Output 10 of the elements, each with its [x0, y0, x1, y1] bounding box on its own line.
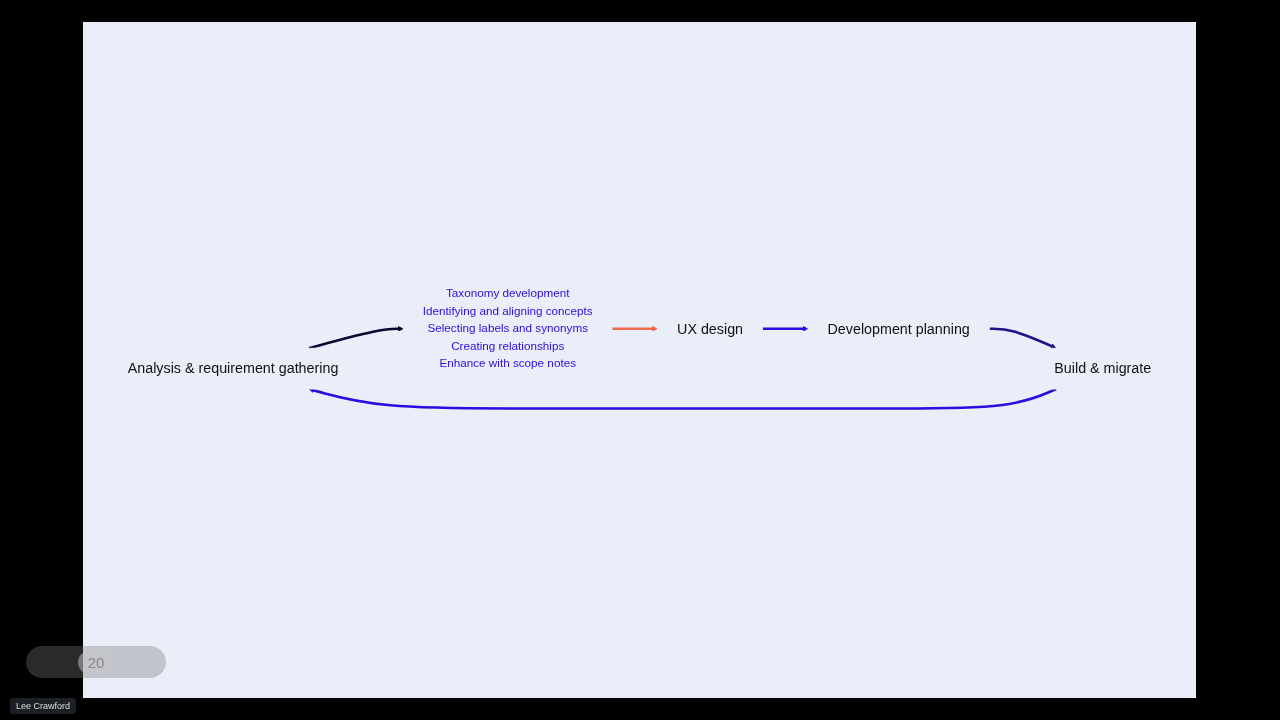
arrow [612, 326, 658, 332]
node-text: Development planning [827, 320, 970, 338]
arrow [989, 327, 1057, 349]
node-text: Analysis & requirement gathering [127, 360, 339, 377]
arrow [308, 326, 404, 350]
arrow [762, 326, 809, 332]
node-text: Build & migrate [1054, 360, 1152, 377]
participant-name-tag: Lee Crawford [10, 698, 77, 714]
node-text: Taxonomy development Identifying and aligning concepts Selecting labels and synonyms Creating relationships Enhance with scope notes [422, 287, 593, 371]
node-text: UX design [677, 320, 744, 338]
